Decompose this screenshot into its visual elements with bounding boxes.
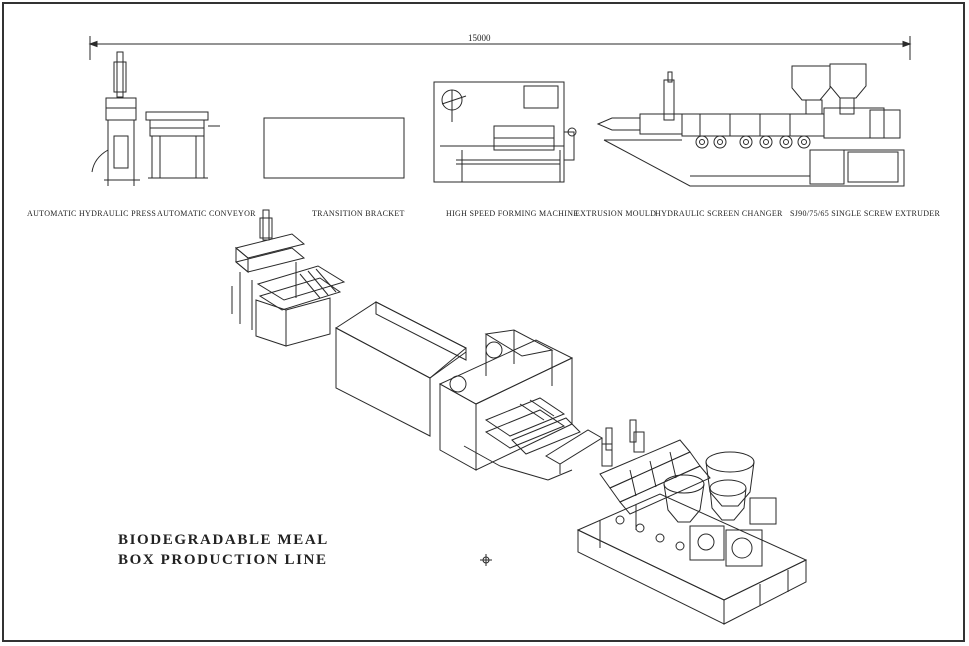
conveyor-elevation xyxy=(146,112,220,178)
label-extruder: SJ90/75/65 SINGLE SCREW EXTRUDER xyxy=(790,209,941,218)
label-forming-machine: HIGH SPEED FORMING MACHINE xyxy=(446,209,579,218)
label-conveyor: AUTOMATIC CONVEYOR xyxy=(157,209,256,218)
press-elevation xyxy=(92,52,140,186)
label-screen-changer: HYDRAULIC SCREEN CHANGER xyxy=(655,209,783,218)
label-transition-bracket: TRANSITION BRACKET xyxy=(312,209,405,218)
label-extrusion-mould: EXTRUSION MOULD xyxy=(575,209,657,218)
label-hydraulic-press: AUTOMATIC HYDRAULIC PRESS xyxy=(27,209,157,218)
bracket-elevation xyxy=(264,118,404,178)
extruder-isometric xyxy=(546,420,806,624)
dimension-value: 15000 xyxy=(468,33,491,43)
diagram-title: BIODEGRADABLE MEAL BOX PRODUCTION LINE xyxy=(118,530,329,570)
crosshair-marker xyxy=(480,554,492,566)
title-line-2: BOX PRODUCTION LINE xyxy=(118,552,328,568)
title-line-1: BIODEGRADABLE MEAL xyxy=(118,532,329,548)
forming-elevation xyxy=(434,82,576,182)
forming-isometric xyxy=(440,330,580,480)
extruder-elevation xyxy=(598,64,904,186)
bracket-isometric xyxy=(336,302,466,436)
press-isometric xyxy=(232,210,344,346)
dimension-line xyxy=(90,36,910,60)
